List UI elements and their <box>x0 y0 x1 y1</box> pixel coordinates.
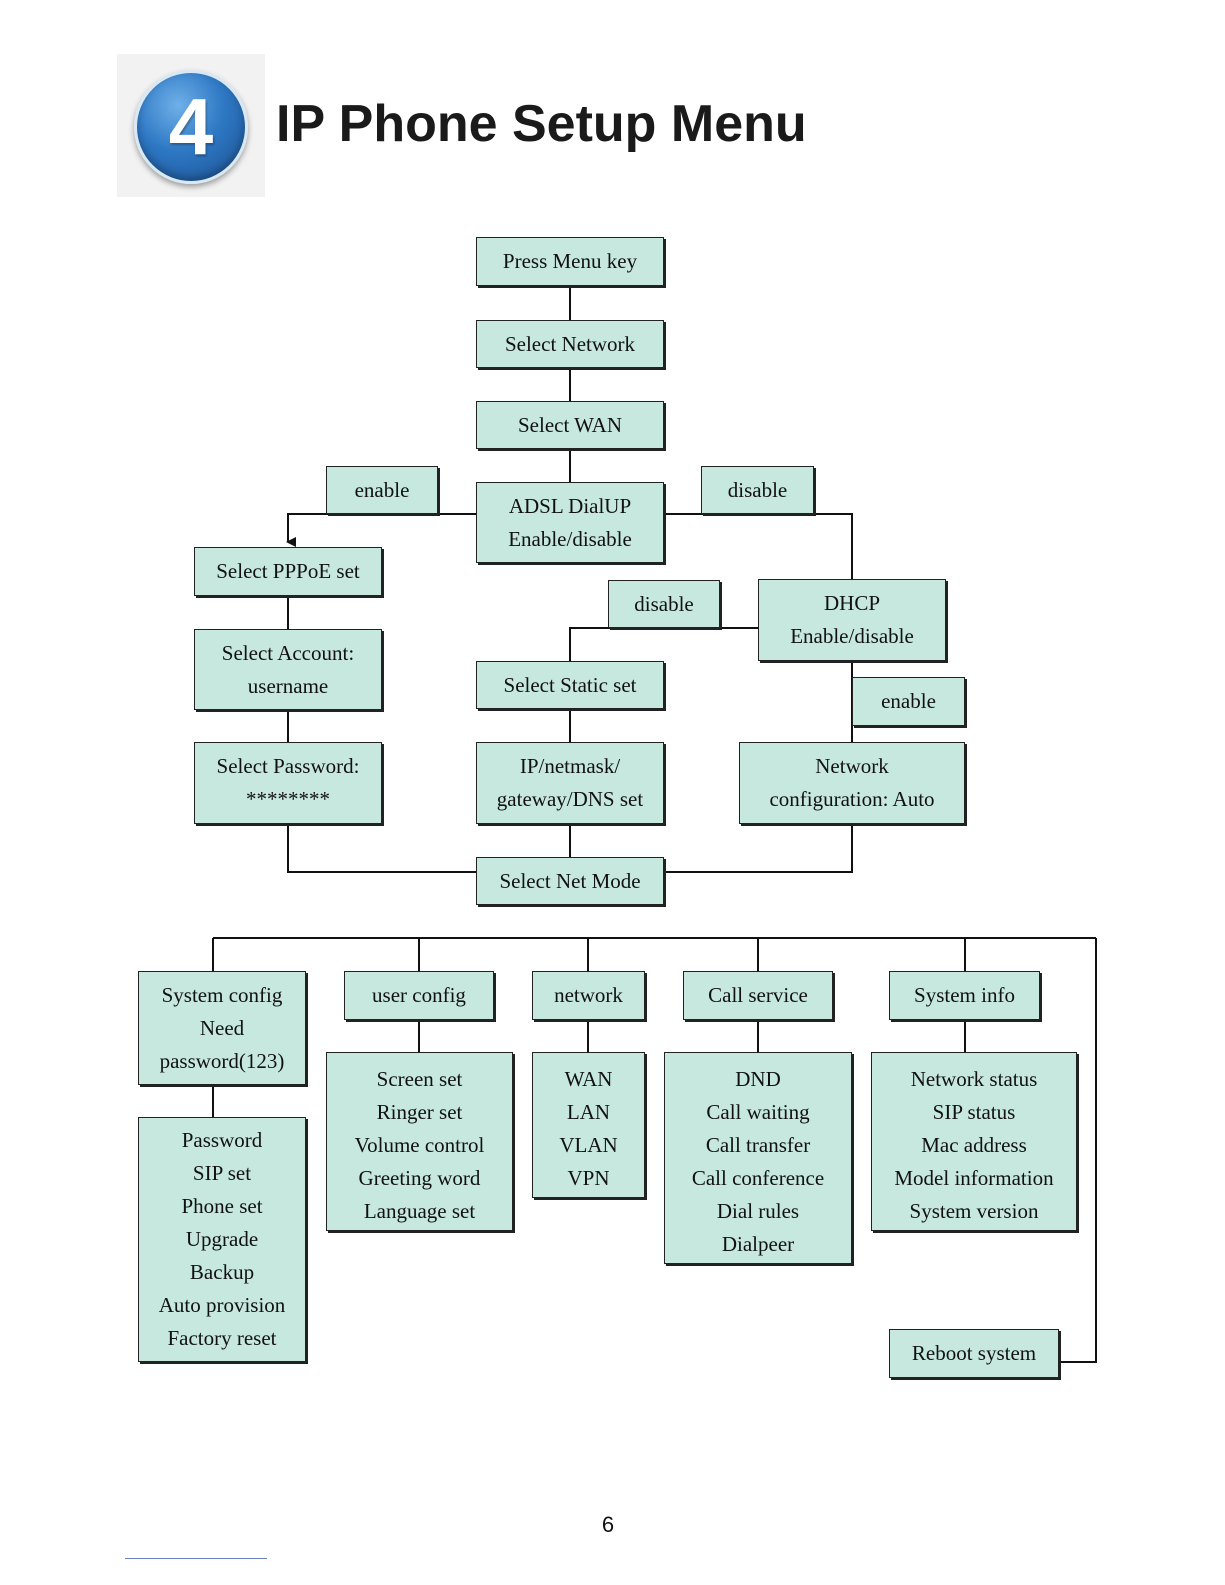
call-service-label: Call service <box>708 983 808 1007</box>
list-item: Language set <box>363 1199 476 1223</box>
dhcp-disable-tag: disable <box>608 580 720 628</box>
list-item: DND <box>735 1067 781 1091</box>
footer-divider <box>125 1558 267 1559</box>
connector-bus-reboot <box>1059 938 1097 1363</box>
network-auto-box: Network configuration: Auto <box>739 742 965 824</box>
netauto-line-1: Network <box>815 754 889 778</box>
list-item: Greeting word <box>358 1166 481 1190</box>
list-item: Backup <box>189 1260 255 1284</box>
select-pppoe-label: Select PPPoE set <box>216 559 360 583</box>
list-item: Phone set <box>181 1194 263 1218</box>
list-item: Call transfer <box>705 1133 811 1157</box>
ip-netmask-box: IP/netmask/ gateway/DNS set <box>476 742 664 824</box>
system-config-line-3: password(123) <box>159 1048 285 1073</box>
step-number: 4 <box>168 82 214 171</box>
list-item: Ringer set <box>376 1100 463 1124</box>
select-account-box: Select Account: username <box>194 629 382 710</box>
ip-line-1: IP/netmask/ <box>519 754 621 778</box>
page-number: 6 <box>601 1512 615 1537</box>
account-line-1: Select Account: <box>221 640 355 665</box>
account-line-2: username <box>247 673 329 698</box>
system-config-line-2: Need <box>199 1015 245 1040</box>
adsl-disable-label: disable <box>727 477 788 502</box>
connector-auto-netmode <box>664 824 853 873</box>
network-items-box: WAN LAN VLAN VPN <box>532 1052 645 1198</box>
network-label: network <box>554 983 623 1007</box>
step-number-icon: 4 <box>134 70 248 184</box>
password-line-1: Select Password: <box>216 754 360 778</box>
list-item: Call conference <box>691 1166 825 1190</box>
network-box: network <box>532 971 645 1020</box>
adsl-line-1: ADSL DialUP <box>508 493 632 518</box>
dhcp-enable-tag: enable <box>852 677 965 726</box>
select-wan-box: Select WAN <box>476 401 664 449</box>
user-config-box: user config <box>344 971 494 1020</box>
list-item: Factory reset <box>167 1326 277 1350</box>
dhcp-line-2: Enable/disable <box>790 624 914 648</box>
system-info-items-box: Network status SIP status Mac address Mo… <box>871 1052 1077 1231</box>
system-config-items-box: Password SIP set Phone set Upgrade Backu… <box>138 1117 306 1362</box>
adsl-enable-label: enable <box>354 477 410 502</box>
list-item: SIP set <box>192 1161 252 1185</box>
list-item: LAN <box>566 1100 611 1124</box>
select-static-label: Select Static set <box>503 672 637 697</box>
list-item: Model information <box>894 1166 1054 1190</box>
list-item: VPN <box>567 1166 610 1190</box>
netauto-line-2: configuration: Auto <box>769 787 935 811</box>
list-item: Volume control <box>354 1133 485 1157</box>
adsl-line-2: Enable/disable <box>508 526 632 551</box>
list-item: Upgrade <box>185 1227 259 1251</box>
select-static-box: Select Static set <box>476 661 664 709</box>
adsl-dialup-box: ADSL DialUP Enable/disable <box>476 482 664 563</box>
system-config-line-1: System config <box>161 982 283 1007</box>
select-network-label: Select Network <box>504 331 636 356</box>
call-service-items-box: DND Call waiting Call transfer Call conf… <box>664 1052 852 1264</box>
system-info-box: System info <box>889 971 1040 1020</box>
page-title: IP Phone Setup Menu <box>276 95 807 153</box>
call-service-box: Call service <box>683 971 833 1020</box>
connector-password-netmode <box>287 824 476 873</box>
adsl-disable-tag: disable <box>701 466 814 514</box>
list-item: Screen set <box>376 1067 463 1091</box>
connector-adsl-enable <box>286 513 476 547</box>
select-network-box: Select Network <box>476 320 664 368</box>
select-pppoe-box: Select PPPoE set <box>194 547 382 596</box>
dhcp-box: DHCP Enable/disable <box>758 579 946 661</box>
adsl-enable-tag: enable <box>326 466 438 514</box>
select-wan-label: Select WAN <box>517 412 622 437</box>
user-config-items-box: Screen set Ringer set Volume control Gre… <box>326 1052 513 1231</box>
list-item: VLAN <box>559 1133 618 1157</box>
system-config-box: System config Need password(123) <box>138 971 306 1085</box>
press-menu-key-label: Press Menu key <box>502 249 638 273</box>
step-badge: 4 <box>117 54 265 197</box>
list-item: Network status <box>910 1067 1038 1091</box>
list-item: Mac address <box>921 1133 1027 1157</box>
list-item: Dial rules <box>716 1199 800 1223</box>
list-item: WAN <box>564 1067 613 1091</box>
user-config-label: user config <box>372 983 466 1007</box>
dhcp-line-1: DHCP <box>823 591 881 615</box>
dhcp-disable-label: disable <box>634 591 694 616</box>
system-info-label: System info <box>914 983 1015 1007</box>
select-net-mode-box: Select Net Mode <box>476 857 664 905</box>
list-item: Dialpeer <box>721 1232 795 1256</box>
password-line-2: ******** <box>246 787 330 811</box>
press-menu-key-box: Press Menu key <box>476 237 664 286</box>
list-item: Auto provision <box>158 1293 286 1317</box>
select-password-box: Select Password: ******** <box>194 742 382 824</box>
list-item: Call waiting <box>706 1100 810 1124</box>
list-item: System version <box>909 1199 1039 1223</box>
connector-adsl-disable <box>664 513 853 579</box>
list-item: Password <box>181 1128 263 1152</box>
connector-dhcp-disable <box>569 627 758 661</box>
reboot-system-label: Reboot system <box>911 1341 1037 1365</box>
dhcp-enable-label: enable <box>881 689 936 713</box>
ip-line-2: gateway/DNS set <box>496 787 644 811</box>
reboot-system-box: Reboot system <box>889 1329 1059 1378</box>
list-item: SIP status <box>932 1100 1016 1124</box>
select-net-mode-label: Select Net Mode <box>499 868 641 893</box>
